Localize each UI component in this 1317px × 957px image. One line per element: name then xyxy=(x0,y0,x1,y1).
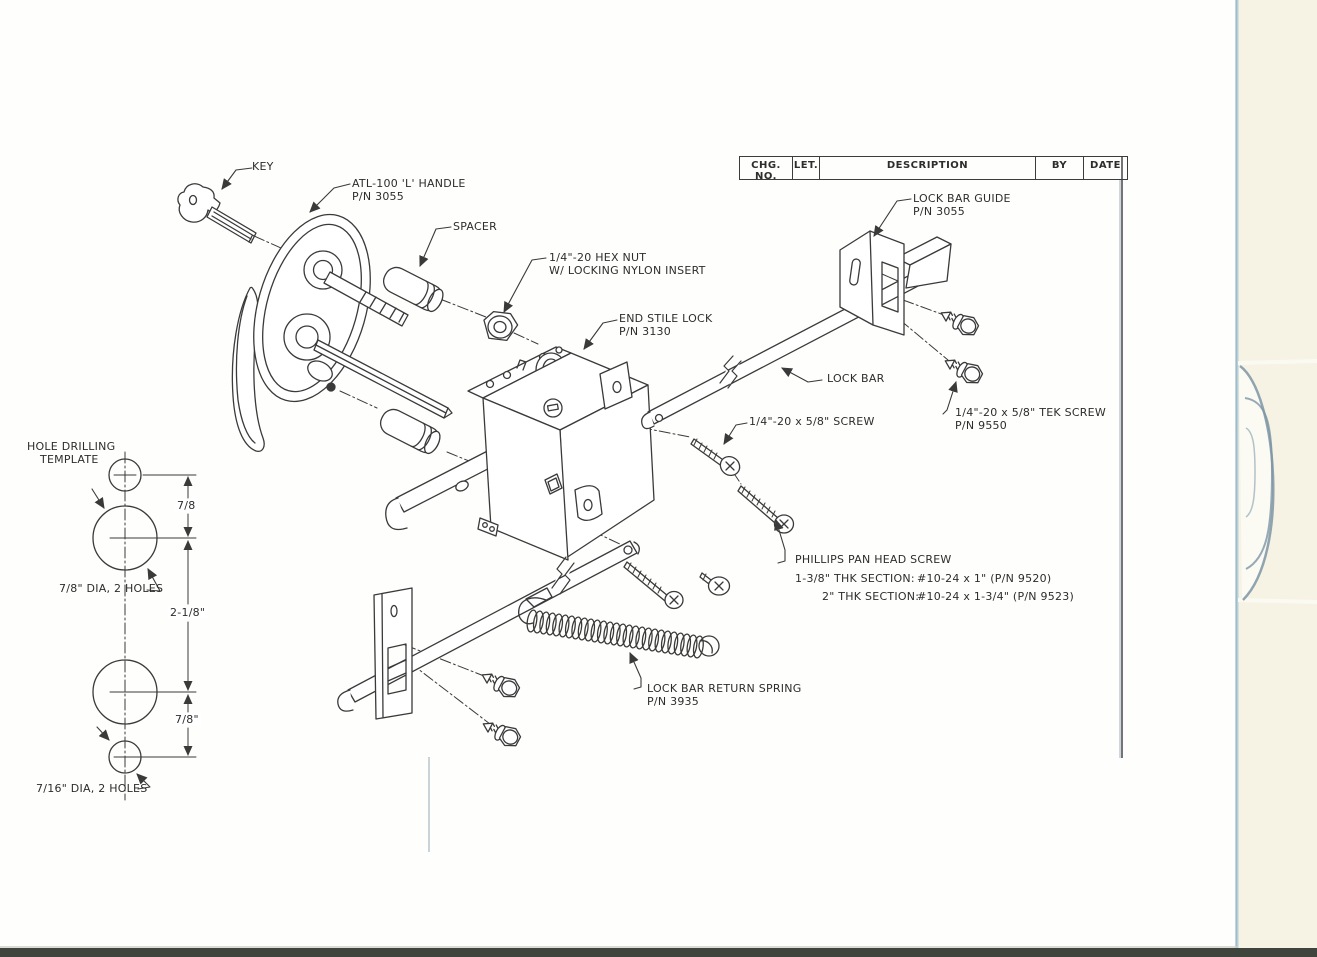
callout-handle-line1: ATL-100 'L' HANDLE xyxy=(352,177,466,190)
lock-bar-guide-bracket xyxy=(839,230,905,336)
keyway-strip xyxy=(323,271,409,327)
lock-bar-guide-bracket-lower xyxy=(373,587,413,720)
callout-phillips-title: PHILLIPS PAN HEAD SCREW xyxy=(795,553,952,566)
phillips-screw-mid xyxy=(623,561,684,610)
hex-bolt-2 xyxy=(478,713,524,751)
spacer-cylinder-upper xyxy=(382,266,444,313)
callout-phillips-row1-value: #10-24 x 1" (P/N 9520) xyxy=(917,572,1052,585)
callout-guide-line2: P/N 3055 xyxy=(913,205,966,218)
callout-key: KEY xyxy=(252,160,274,173)
revision-col-by: BY xyxy=(1035,156,1084,180)
callout-hex-nut-line2: W/ LOCKING NYLON INSERT xyxy=(549,264,706,277)
square-spindle xyxy=(313,339,453,419)
callout-spacer: SPACER xyxy=(453,220,498,233)
revision-col-let: LET. xyxy=(792,156,820,180)
callout-end-stile-line1: END STILE LOCK xyxy=(619,312,713,325)
lock-bar-lower xyxy=(337,540,640,712)
callout-screw-58: 1/4"-20 x 5/8" SCREW xyxy=(749,415,875,428)
callout-tek-line2: P/N 9550 xyxy=(955,419,1008,432)
callout-spring-line1: LOCK BAR RETURN SPRING xyxy=(647,682,802,695)
callout-end-stile-lock: END STILE LOCK P/N 3130 xyxy=(619,312,712,338)
quarter20-screw xyxy=(690,438,741,477)
revision-col-chg-no: CHG. NO. xyxy=(739,156,793,182)
handle-escutcheon xyxy=(253,213,371,403)
key-part xyxy=(177,183,257,244)
callout-lock-bar-guide: LOCK BAR GUIDE P/N 3055 xyxy=(913,192,1011,218)
template-title-line2: TEMPLATE xyxy=(40,453,99,466)
callout-lock-bar: LOCK BAR xyxy=(827,372,885,385)
dim-2-1-8: 2-1/8" xyxy=(168,606,208,619)
dim-7-8-top: 7/8 xyxy=(175,499,198,512)
template-title-line1: HOLE DRILLING xyxy=(27,440,116,453)
callout-handle: ATL-100 'L' HANDLE P/N 3055 xyxy=(352,177,466,203)
phillips-screw-short xyxy=(699,572,731,596)
callout-tek-line1: 1/4"-20 x 5/8" TEK SCREW xyxy=(955,406,1107,419)
phillips-screw-long xyxy=(737,485,795,534)
page-curl-artifact xyxy=(1237,359,1317,604)
callout-phillips-row2-value: #10-24 x 1-3/4" (P/N 9523) xyxy=(917,590,1075,603)
hex-nut-part xyxy=(483,310,519,342)
callout-return-spring: LOCK BAR RETURN SPRING P/N 3935 xyxy=(647,682,801,708)
hex-bolt-1 xyxy=(477,664,523,702)
spacer-cylinder-lower xyxy=(379,408,441,455)
callout-phillips-row1-label: 1-3/8" THK SECTION: xyxy=(795,572,915,585)
hole-drilling-template xyxy=(91,451,197,801)
callout-end-stile-line2: P/N 3130 xyxy=(619,325,672,338)
lock-bar-front-lower-left xyxy=(385,441,514,531)
dim-7-8-bottom: 7/8" xyxy=(173,713,201,726)
revision-table: CHG. NO. LET. DESCRIPTION BY DATE xyxy=(739,156,1128,182)
label-716-dia-holes: 7/16" DIA, 2 HOLES xyxy=(36,782,148,795)
tek-screw-1 xyxy=(936,302,982,340)
callout-tek-screw: 1/4"-20 x 5/8" TEK SCREW P/N 9550 xyxy=(955,406,1106,432)
callout-spring-line2: P/N 3935 xyxy=(647,695,700,708)
leader-lines xyxy=(221,167,958,690)
template-title: HOLE DRILLING TEMPLATE xyxy=(27,440,115,466)
callout-guide-line1: LOCK BAR GUIDE xyxy=(913,192,1011,205)
callout-hex-nut: 1/4"-20 HEX NUT W/ LOCKING NYLON INSERT xyxy=(549,251,706,277)
callout-handle-line2: P/N 3055 xyxy=(352,190,405,203)
label-78-dia-holes: 7/8" DIA, 2 HOLES xyxy=(59,582,164,595)
callout-hex-nut-line1: 1/4"-20 HEX NUT xyxy=(549,251,647,264)
scanner-bed-strip xyxy=(0,948,1317,957)
revision-col-date: DATE xyxy=(1083,156,1128,180)
page-edge-artifact xyxy=(0,0,1239,948)
return-spring xyxy=(518,597,720,659)
end-stile-lock-body xyxy=(467,346,655,561)
tek-screw-2 xyxy=(940,350,986,388)
revision-col-description: DESCRIPTION xyxy=(819,156,1036,180)
callout-phillips-row2-label: 2" THK SECTION: xyxy=(822,590,920,603)
